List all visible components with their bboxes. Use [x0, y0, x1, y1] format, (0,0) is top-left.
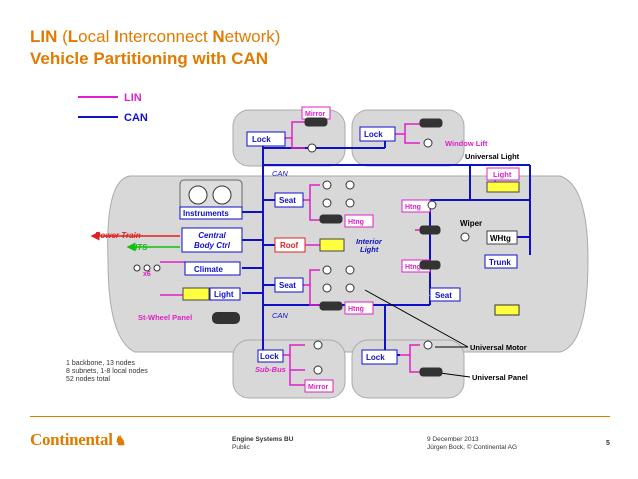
footer-date: 9 December 2013 — [427, 436, 479, 443]
node-seat-c: Seat — [429, 287, 461, 302]
footer-classification: Public — [232, 444, 250, 451]
wiper-label: Wiper — [460, 219, 482, 228]
central-body-line2: Body Ctrl — [194, 241, 231, 250]
node-whtg: WHtg — [486, 230, 518, 245]
svg-text:Roof: Roof — [280, 241, 299, 250]
page-subtitle: Vehicle Partitioning with CAN — [30, 49, 269, 68]
svg-text:Htng: Htng — [405, 204, 421, 211]
svg-text:Htng: Htng — [348, 306, 364, 313]
svg-text:Htng: Htng — [405, 264, 421, 271]
title-part: ( — [57, 27, 68, 46]
sub-bus-label: Sub-Bus — [255, 365, 286, 374]
universal-panel-pointer — [439, 372, 471, 378]
stats-line: 8 subnets, 1-8 local nodes — [66, 368, 148, 375]
universal-light-label: Universal Light — [465, 152, 520, 161]
svg-text:Trunk: Trunk — [489, 258, 511, 267]
node-seat-b: Seat — [274, 277, 304, 293]
title-part: I — [114, 27, 119, 46]
legend-lin-label: LIN — [124, 92, 142, 104]
logo-text: Continental — [30, 430, 113, 449]
page-title: LIN (Local Interconnect Network) — [30, 27, 280, 47]
can-label-top: CAN — [272, 169, 288, 178]
footer-divider — [30, 416, 610, 417]
svg-text:Light: Light — [214, 290, 234, 299]
node-lock-tr: Lock — [359, 126, 396, 142]
node-htng-b: Htng — [344, 301, 374, 315]
footer-meta: 9 December 2013 Jürgen Bock, © Continent… — [427, 436, 517, 452]
node-lock-tl: Lock — [246, 131, 286, 147]
title-part: N — [212, 27, 225, 46]
node-mirror-bottom: Mirror — [304, 379, 334, 393]
svg-text:Htng: Htng — [348, 219, 364, 226]
node-seat-a: Seat — [274, 192, 304, 208]
node-central-body: Central Body Ctrl — [181, 227, 243, 253]
node-mirror-top: Mirror — [301, 106, 331, 120]
universal-panel-label: Universal Panel — [472, 373, 528, 382]
continental-logo: Continental♞ — [30, 430, 126, 450]
node-lock-br: Lock — [361, 349, 398, 365]
svg-text:Lock: Lock — [366, 353, 385, 362]
svg-text:St-Wheel Panel: St-Wheel Panel — [138, 313, 192, 322]
svg-text:Lock: Lock — [252, 135, 271, 144]
svg-text:Climate: Climate — [194, 265, 223, 274]
node-roof: Roof — [274, 237, 345, 253]
svg-text:Light: Light — [493, 170, 512, 179]
svg-text:Seat: Seat — [435, 291, 452, 300]
title-part: LIN — [30, 27, 58, 46]
title-part: nterconnect — [118, 27, 213, 46]
footer-author: Jürgen Bock, © Continental AG — [427, 444, 518, 451]
node-htng-a: Htng — [344, 214, 374, 228]
node-htng-left: Htng — [401, 199, 431, 213]
svg-text:Instruments: Instruments — [183, 209, 229, 218]
node-trunk: Trunk — [484, 254, 518, 269]
node-instruments: Instruments — [179, 179, 243, 220]
svg-text:WHtg: WHtg — [490, 234, 511, 243]
node-light-top: Light — [486, 167, 520, 193]
footer-dept-name: Engine Systems BU — [232, 436, 294, 443]
component-icons — [133, 117, 520, 377]
interior-light-label-2: Light — [360, 245, 379, 254]
stats-line: 52 nodes total — [66, 376, 110, 383]
network-stats: 1 backbone, 13 nodes 8 subnets, 1-8 loca… — [66, 360, 148, 384]
svg-text:Lock: Lock — [364, 130, 383, 139]
node-lock-bl: Lock — [257, 349, 284, 363]
title-part: etwork) — [224, 27, 281, 46]
horse-icon: ♞ — [114, 433, 127, 448]
page-number: 5 — [606, 440, 610, 447]
title-part: L — [67, 27, 79, 46]
title-part: ocal — [78, 27, 115, 46]
x6-label: x6 — [143, 271, 151, 278]
window-lift-label: Window Lift — [445, 139, 488, 148]
universal-motor-pointer-2 — [364, 289, 469, 348]
interior-light-label-1: Interior — [356, 237, 383, 246]
svg-text:Seat: Seat — [279, 196, 296, 205]
svg-text:Mirror: Mirror — [308, 384, 329, 391]
svg-text:Seat: Seat — [279, 281, 296, 290]
node-st-wheel: St-Wheel Panel — [138, 312, 240, 324]
universal-motor-label: Universal Motor — [470, 343, 527, 352]
node-climate: Climate — [184, 261, 241, 276]
node-light-b: Light — [182, 287, 241, 301]
can-label-bottom: CAN — [272, 311, 288, 320]
central-body-line1: Central — [198, 231, 226, 240]
svg-text:Mirror: Mirror — [305, 111, 326, 118]
svg-text:Lock: Lock — [260, 352, 279, 361]
legend-can-label: CAN — [124, 112, 148, 124]
stats-line: 1 backbone, 13 nodes — [66, 360, 135, 367]
footer-dept: Engine Systems BU Public — [232, 436, 293, 452]
door-bottom-right — [351, 339, 465, 399]
